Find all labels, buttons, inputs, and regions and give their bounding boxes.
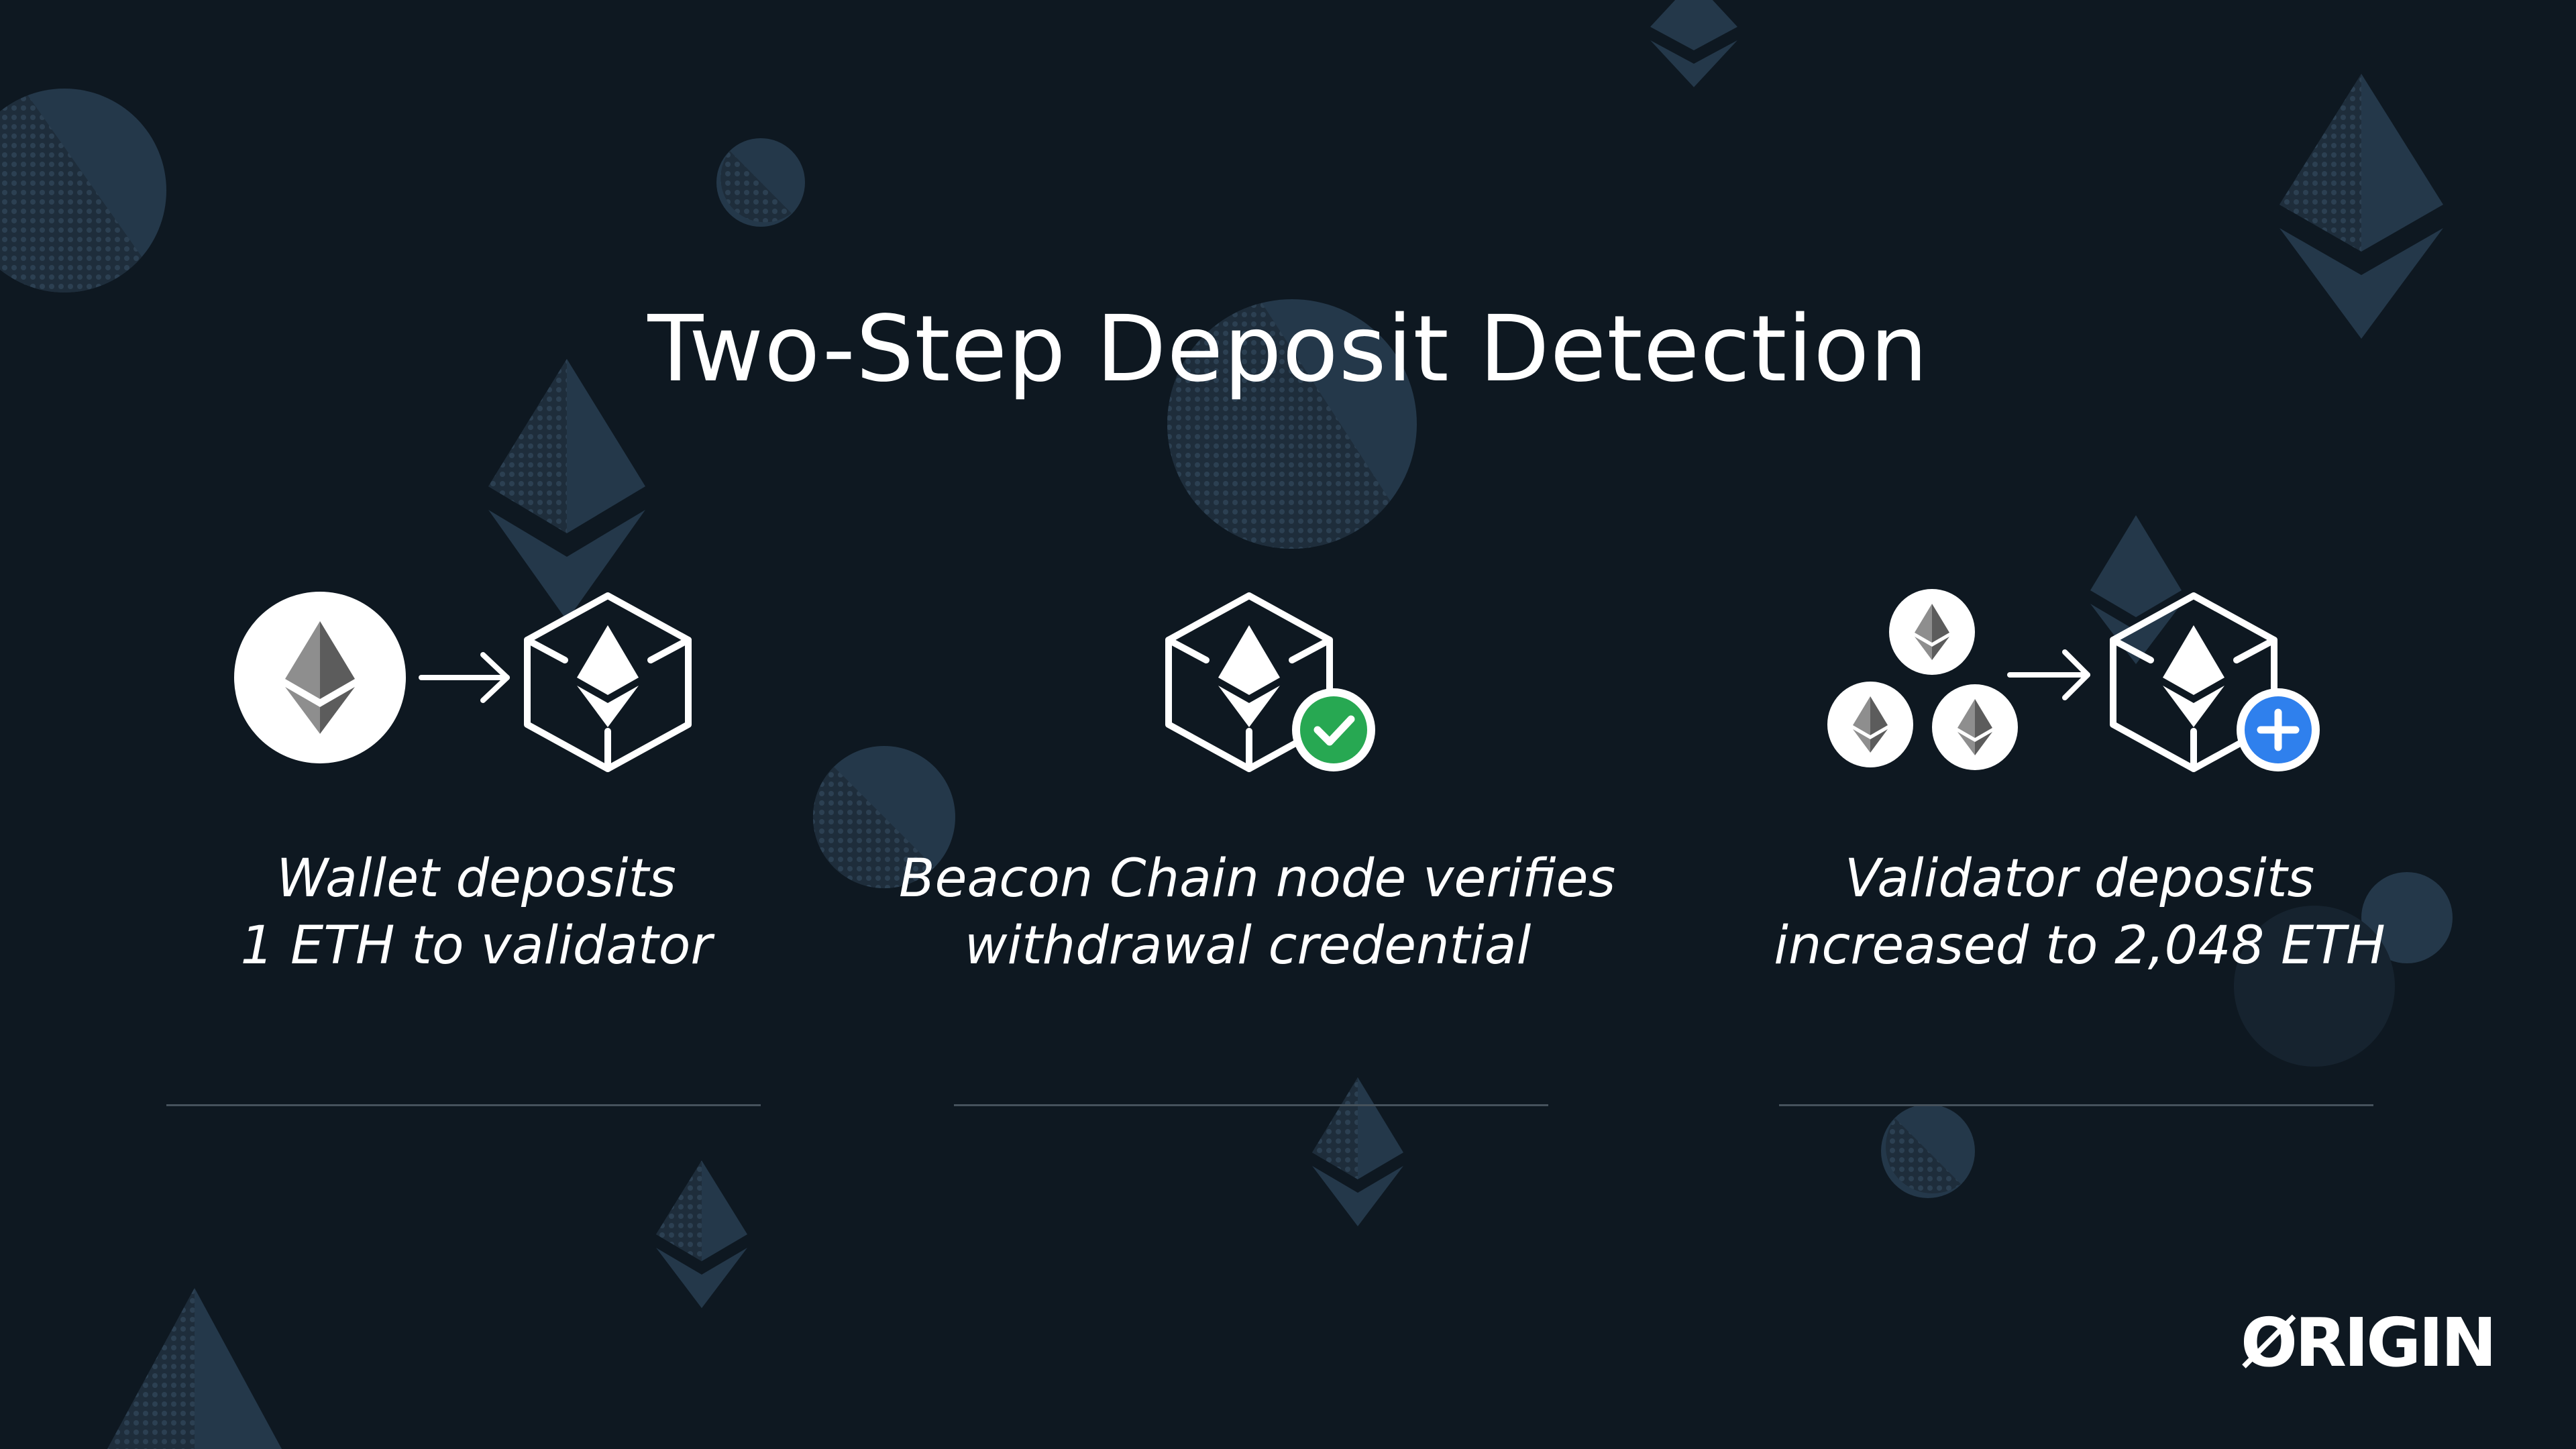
step-3-caption-line-2: increased to 2,048 ETH bbox=[1774, 916, 2385, 976]
validator-cube-icon bbox=[524, 592, 692, 772]
step-2-caption-line-2: withdrawal credential bbox=[964, 916, 1532, 976]
step-1-caption: Wallet deposits 1 ETH to validator bbox=[127, 845, 825, 979]
step-1-caption-line-2: 1 ETH to validator bbox=[240, 916, 712, 976]
decor-eth-diamond bbox=[488, 359, 645, 621]
decor-eth-diamond-mid bbox=[2090, 515, 2182, 664]
decor-circle-mid bbox=[812, 746, 955, 889]
decor-circle-large bbox=[1167, 299, 1417, 549]
arrow-right-icon bbox=[2007, 649, 2090, 700]
validator-cube-icon bbox=[2110, 592, 2277, 772]
plus-badge-icon bbox=[2237, 688, 2320, 771]
arrow-right-icon bbox=[419, 652, 510, 703]
step-3-illustration bbox=[1827, 589, 2320, 772]
decor-circle-bottom bbox=[1881, 1104, 1975, 1198]
check-badge-icon bbox=[1292, 688, 1375, 771]
step-1-illustration bbox=[234, 592, 692, 772]
decor-eth-diamond-right bbox=[2279, 74, 2443, 339]
decor-circle-right bbox=[2234, 872, 2453, 1067]
decor-circle bbox=[0, 89, 166, 292]
divider bbox=[1779, 1104, 2373, 1106]
step-2-caption: Beacon Chain node verifies withdrawal cr… bbox=[899, 845, 1616, 979]
decor-triangle-bottom bbox=[107, 1288, 282, 1449]
decor-eth-diamond-bottom-left bbox=[656, 1161, 747, 1308]
step-beacon-verify: Beacon Chain node verifies withdrawal cr… bbox=[899, 577, 1616, 1114]
decor-eth-diamond-top bbox=[1650, 0, 1737, 87]
validator-cube-icon bbox=[1165, 592, 1333, 772]
decor-eth-diamond-bottom-mid bbox=[1312, 1077, 1403, 1226]
divider bbox=[954, 1104, 1548, 1106]
step-3-caption-line-1: Validator deposits bbox=[1844, 849, 2315, 909]
step-validator-increase: Validator deposits increased to 2,048 ET… bbox=[1731, 577, 2428, 1114]
divider bbox=[166, 1104, 761, 1106]
page-title: Two-Step Deposit Detection bbox=[647, 297, 1929, 403]
origin-logo: ØRIGIN bbox=[2241, 1303, 2497, 1382]
ethereum-coin-icon bbox=[234, 592, 406, 763]
step-3-caption: Validator deposits increased to 2,048 ET… bbox=[1731, 845, 2428, 979]
step-1-caption-line-1: Wallet deposits bbox=[276, 849, 676, 909]
decor-circle-small bbox=[716, 138, 805, 227]
step-2-caption-line-1: Beacon Chain node verifies bbox=[899, 849, 1616, 909]
step-2-illustration bbox=[1165, 592, 1375, 772]
step-wallet-deposit: Wallet deposits 1 ETH to validator bbox=[127, 577, 825, 1114]
ethereum-coins-icon bbox=[1827, 589, 2018, 770]
